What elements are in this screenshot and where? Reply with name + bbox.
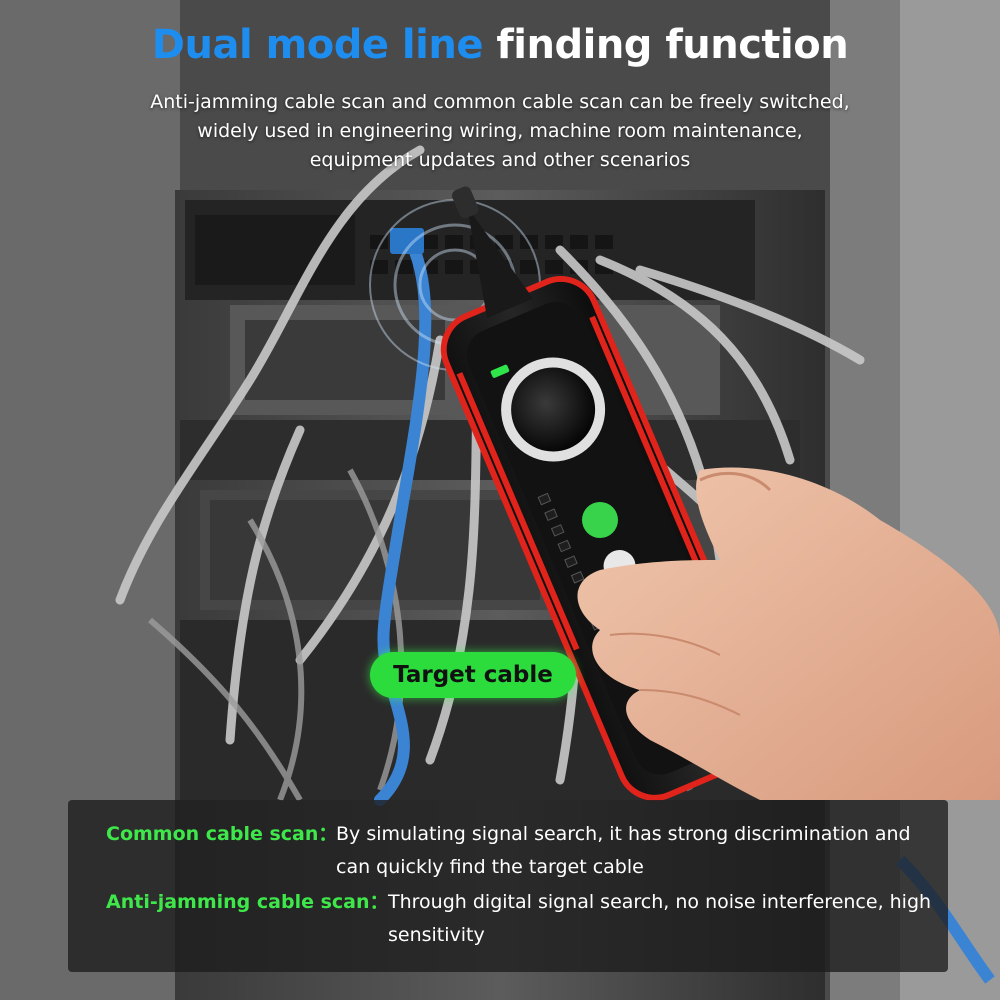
feature-text: Through digital signal search, no noise …: [388, 891, 932, 946]
feature-panel: Common cable scan： By simulating signal …: [68, 800, 948, 972]
subheadline: Anti-jamming cable scan and common cable…: [150, 91, 850, 171]
target-cable-badge: Target cable: [370, 652, 576, 698]
feature-anti-jamming-scan: Anti-jamming cable scan： Through digital…: [106, 886, 936, 956]
feature-label: Anti-jamming cable scan：: [106, 891, 389, 913]
feature-text: By simulating signal search, it has stro…: [336, 823, 911, 878]
headline-rest: finding function: [496, 22, 849, 68]
feature-common-scan: Common cable scan： By simulating signal …: [106, 818, 936, 888]
headline: Dual mode line finding function: [0, 22, 1000, 68]
feature-label: Common cable scan：: [106, 823, 338, 845]
headline-highlight: Dual mode line: [151, 22, 484, 68]
